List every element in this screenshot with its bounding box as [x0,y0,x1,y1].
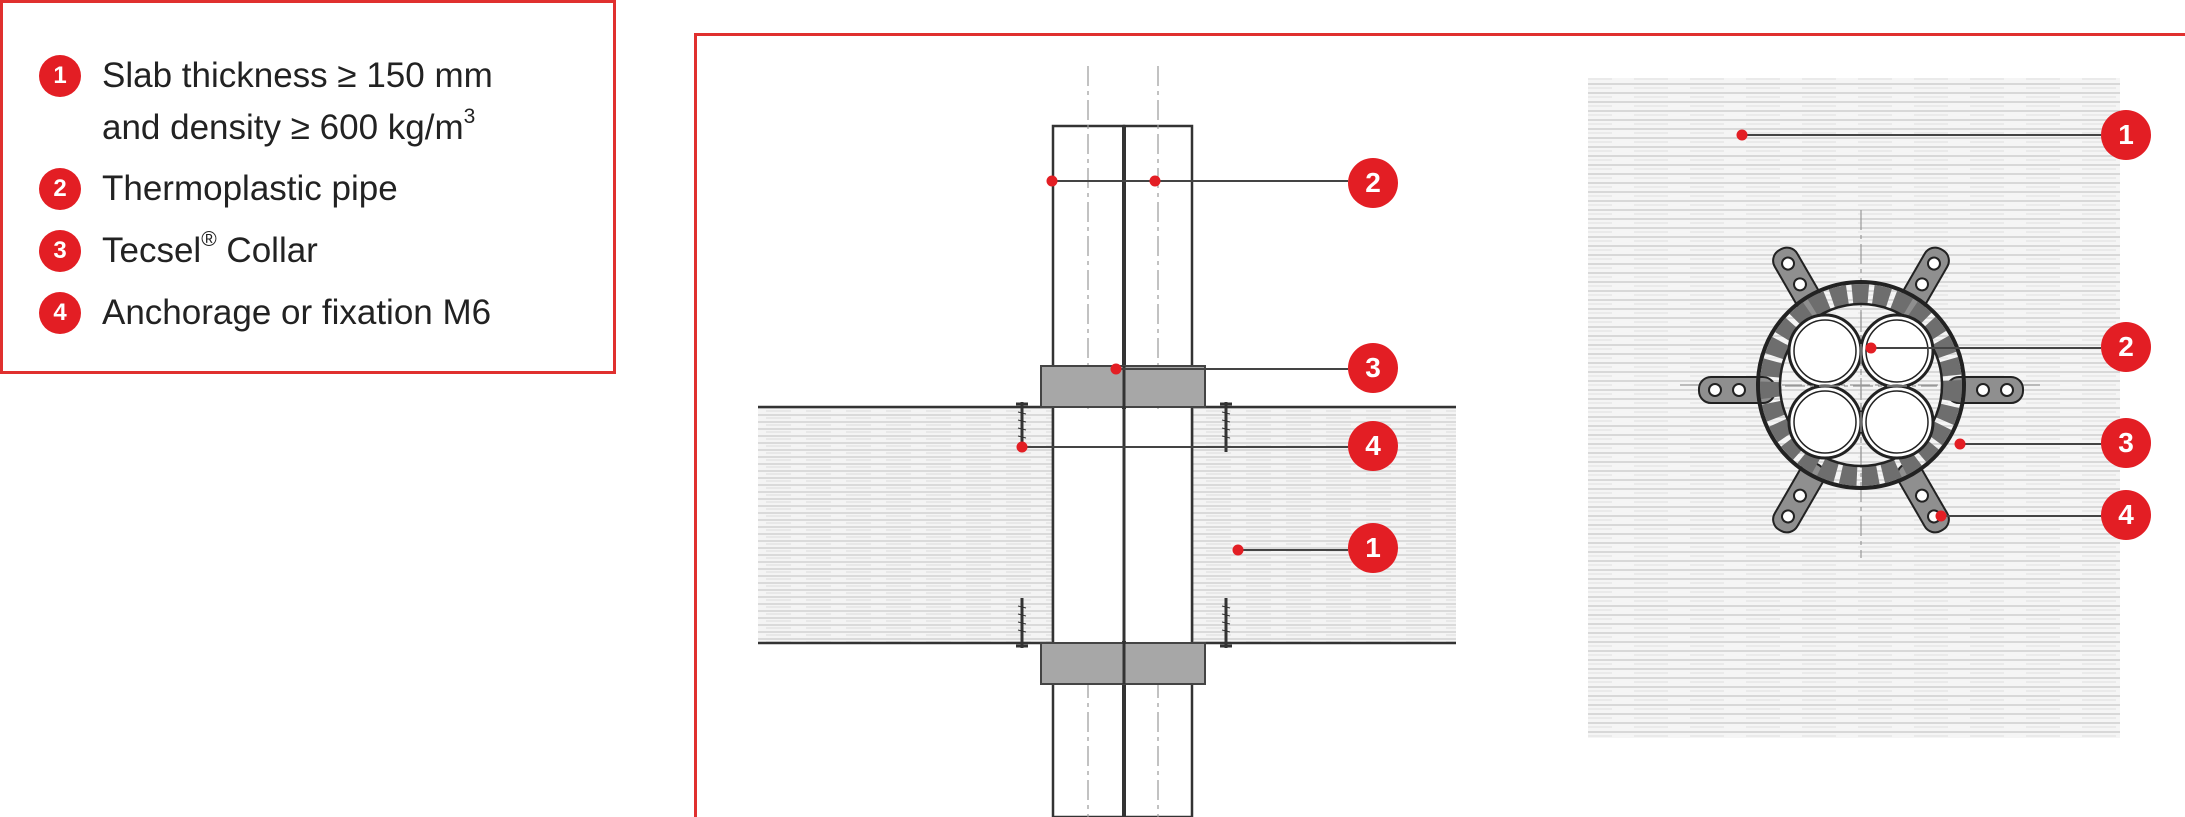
legend-item-pipe: 2 Thermoplastic pipe [39,168,398,215]
plan-callout-2: 2 [2101,322,2151,372]
plan-collar-ring [1756,280,1966,490]
section-callout-3: 3 [1348,343,1398,393]
legend-text-collar-brand: Tecsel [102,231,202,270]
plan-pipes-inner [1793,319,1929,454]
plan-collar-inner [1778,302,1944,468]
plan-callout-4: 4 [2101,490,2151,540]
section-callout-4: 4 [1348,421,1398,471]
legend-badge-1: 1 [39,55,81,97]
legend-panel: 1 Slab thickness ≥ 150 mm and density ≥ … [0,0,616,374]
plan-leader-dots [1736,129,1966,522]
legend-line-slab-2: and density ≥ 600 kg/m3 [102,102,493,154]
plan-view [1588,78,2120,738]
legend-item-anchorage: 4 Anchorage or fixation M6 [39,292,491,339]
legend-sup-registered: ® [201,228,217,251]
section-leaders [1022,180,1348,551]
legend-text-pipe: Thermoplastic pipe [102,169,398,208]
plan-leaders [1742,134,2101,517]
legend-text-anchorage: Anchorage or fixation M6 [102,293,492,332]
legend-item-slab: 1 Slab thickness ≥ 150 mm and density ≥ … [39,55,493,154]
section-callout-1: 1 [1348,523,1398,573]
section-view [758,66,1456,817]
section-callout-2: 2 [1348,158,1398,208]
legend-text-slab: Slab thickness ≥ 150 mm and density ≥ 60… [102,50,493,154]
legend-badge-4: 4 [39,292,81,334]
anchor-threads [1017,411,1231,633]
legend-sup-cubed: 3 [463,105,476,128]
legend-text-collar: Tecsel® Collar [102,225,318,277]
legend-line-slab-2-text: and density ≥ 600 kg/m [102,108,464,147]
plan-callout-1: 1 [2101,110,2151,160]
legend-line-slab-1: Slab thickness ≥ 150 mm [102,56,493,95]
legend-item-collar: 3 Tecsel® Collar [39,228,318,277]
plan-collar-segments [1760,284,1962,486]
section-leader-dots [1016,175,1244,556]
legend-text-collar-suffix: Collar [216,231,318,270]
legend-badge-2: 2 [39,168,81,210]
plan-callout-3: 3 [2101,418,2151,468]
legend-badge-3: 3 [39,230,81,272]
